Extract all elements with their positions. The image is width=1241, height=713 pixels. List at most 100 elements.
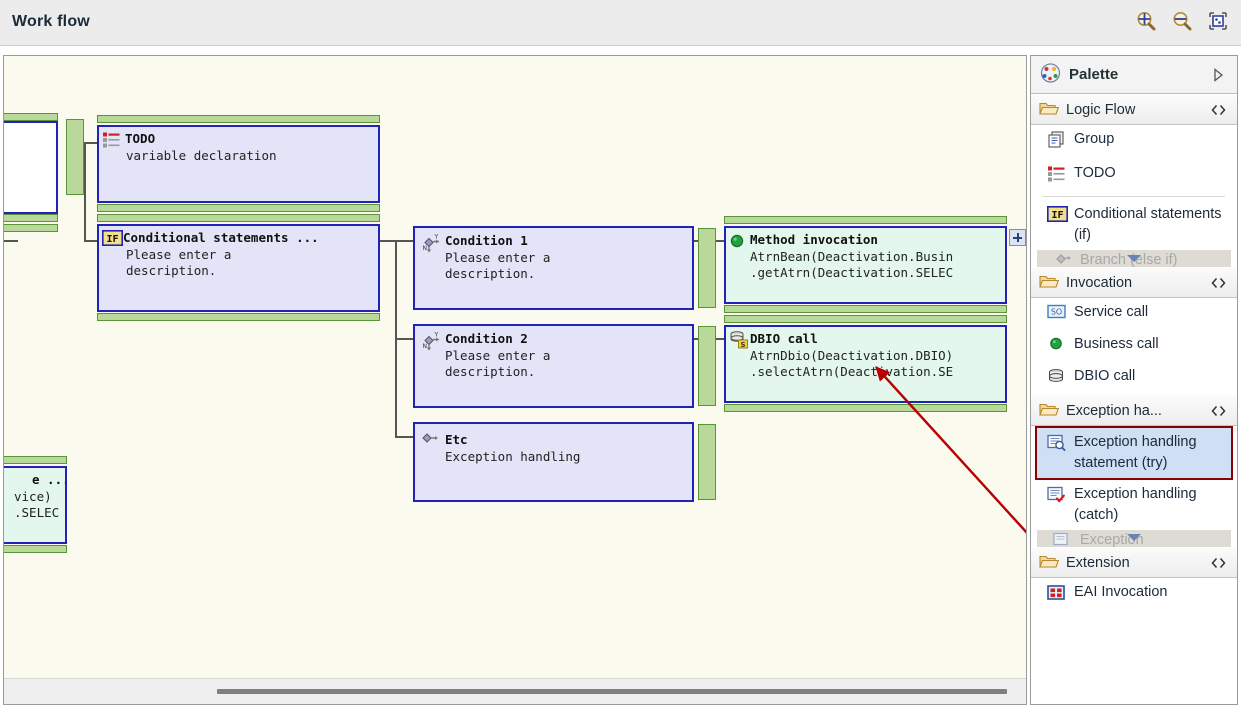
svg-text:S: S bbox=[740, 341, 745, 349]
exception-catch-icon bbox=[1047, 486, 1069, 510]
node-etc[interactable]: Etc Exception handling bbox=[413, 422, 694, 502]
palette-item-label: EAI Invocation bbox=[1074, 584, 1168, 600]
todo-list-icon bbox=[102, 131, 121, 148]
node-partial-bottom-left[interactable]: e ... vice) .SELEC bbox=[4, 466, 67, 544]
diagram-editor[interactable]: TODO variable declaration IF Conditional… bbox=[3, 55, 1027, 705]
node-conditional-statements[interactable]: IF Conditional statements ... Please ent… bbox=[97, 224, 380, 312]
zoom-out-icon[interactable] bbox=[1169, 8, 1195, 34]
todo-list-icon bbox=[1047, 165, 1069, 189]
node-condition-2[interactable]: Y N Condition 2 Please enter a descripti… bbox=[413, 324, 694, 408]
dbio-call-icon bbox=[1047, 368, 1069, 391]
exception-try-icon bbox=[1047, 434, 1069, 458]
node-body: Exception handling bbox=[445, 449, 581, 464]
palette-item-branch-else-if[interactable]: Branch (else if) bbox=[1037, 250, 1231, 267]
service-call-icon: SO bbox=[1047, 304, 1069, 326]
fit-to-window-icon[interactable] bbox=[1205, 8, 1231, 34]
collapse-icon[interactable] bbox=[1210, 404, 1227, 421]
insertion-bar bbox=[97, 313, 380, 321]
insertion-bar bbox=[97, 204, 380, 212]
palette-item-service-call[interactable]: SO Service call bbox=[1031, 298, 1237, 330]
palette-item-todo[interactable]: TODO bbox=[1031, 159, 1237, 193]
palette-item-dbio-call[interactable]: DBIO call bbox=[1031, 362, 1237, 395]
palette-panel: Palette Logic Flow bbox=[1030, 55, 1238, 705]
page-title: Work flow bbox=[12, 13, 90, 30]
else-diamond-icon bbox=[418, 430, 438, 447]
scroll-down-indicator-icon[interactable] bbox=[1127, 255, 1141, 262]
palette-item-label: Group bbox=[1074, 131, 1115, 147]
palette-section-label: Exception ha... bbox=[1066, 402, 1162, 419]
branch-diamond-icon bbox=[1053, 252, 1075, 267]
expand-node-button[interactable] bbox=[1009, 229, 1026, 246]
collapse-icon[interactable] bbox=[1210, 103, 1227, 120]
node-todo[interactable]: TODO variable declaration bbox=[97, 125, 380, 203]
open-folder-icon bbox=[1039, 273, 1060, 292]
wire bbox=[4, 240, 18, 242]
node-title: DBIO call bbox=[750, 331, 818, 346]
palette-section-invocation[interactable]: Invocation bbox=[1031, 267, 1237, 298]
palette-section-logic-flow[interactable]: Logic Flow bbox=[1031, 94, 1237, 125]
insertion-bar bbox=[4, 214, 58, 222]
horizontal-scrollbar-thumb[interactable] bbox=[217, 689, 1007, 694]
palette-header[interactable]: Palette bbox=[1031, 56, 1237, 94]
node-title: Etc bbox=[445, 432, 468, 447]
palette-item-label: Business call bbox=[1074, 336, 1159, 352]
group-icon bbox=[1047, 131, 1069, 155]
palette-item-exception-handling-catch[interactable]: Exception handling (catch) bbox=[1031, 480, 1237, 530]
node-title: e ... bbox=[32, 472, 67, 487]
palette-item-label: Exception handling statement (try) bbox=[1074, 434, 1197, 471]
palette-item-label: Conditional statements (if) bbox=[1074, 206, 1222, 243]
if-icon: IF bbox=[1047, 206, 1069, 229]
wire bbox=[84, 240, 102, 242]
svg-text:SO: SO bbox=[1051, 308, 1062, 317]
node-body: Please enter a description. bbox=[445, 250, 551, 281]
svg-text:N: N bbox=[423, 343, 428, 350]
palette-item-label: DBIO call bbox=[1074, 368, 1136, 384]
scroll-down-indicator-icon[interactable] bbox=[1127, 534, 1141, 541]
dbio-call-icon: S bbox=[729, 330, 748, 349]
palette-item-exception-finally[interactable]: Exception bbox=[1037, 530, 1231, 547]
insertion-bar bbox=[97, 214, 380, 222]
diagram-canvas[interactable]: TODO variable declaration IF Conditional… bbox=[4, 56, 1026, 678]
palette-section-extension[interactable]: Extension bbox=[1031, 547, 1237, 578]
exception-finally-icon bbox=[1053, 532, 1075, 547]
palette-icon bbox=[1040, 63, 1061, 86]
horizontal-scrollbar[interactable] bbox=[4, 678, 1026, 704]
open-folder-icon bbox=[1039, 553, 1060, 572]
palette-item-label: Exception handling (catch) bbox=[1074, 486, 1197, 523]
triangle-right-icon[interactable] bbox=[1212, 68, 1225, 85]
palette-divider bbox=[1043, 196, 1225, 197]
node-condition-1[interactable]: Y N Condition 1 Please enter a descripti… bbox=[413, 226, 694, 310]
wire bbox=[84, 142, 86, 242]
zoom-in-icon[interactable] bbox=[1133, 8, 1159, 34]
business-call-icon bbox=[1047, 336, 1069, 358]
palette-item-eai-invocation[interactable]: EAI Invocation bbox=[1031, 578, 1237, 612]
node-title: Condition 2 bbox=[445, 331, 528, 346]
node-body: Please enter a description. bbox=[445, 348, 551, 379]
palette-item-label: Service call bbox=[1074, 304, 1149, 320]
palette-item-group[interactable]: Group bbox=[1031, 125, 1237, 159]
node-body: Please enter a description. bbox=[126, 247, 232, 278]
svg-text:IF: IF bbox=[106, 234, 118, 245]
wire bbox=[395, 338, 417, 340]
insertion-bar bbox=[698, 228, 716, 308]
open-folder-icon bbox=[1039, 100, 1060, 119]
collapse-icon[interactable] bbox=[1210, 276, 1227, 293]
insertion-bar bbox=[4, 456, 67, 464]
palette-section-label: Logic Flow bbox=[1066, 101, 1136, 118]
palette-section-exception-handling[interactable]: Exception ha... bbox=[1031, 395, 1237, 426]
svg-text:N: N bbox=[423, 245, 428, 252]
insertion-bar bbox=[66, 119, 84, 195]
node-method-invocation[interactable]: Method invocation AtrnBean(Deactivation.… bbox=[724, 226, 1007, 304]
node-title: TODO bbox=[125, 131, 156, 146]
insertion-bar bbox=[698, 424, 716, 500]
palette-item-exception-handling-try[interactable]: Exception handling statement (try) bbox=[1035, 426, 1233, 480]
branch-diamond-icon: Y N bbox=[418, 232, 439, 253]
collapse-icon[interactable] bbox=[1210, 556, 1227, 573]
node-dbio-call[interactable]: S DBIO call AtrnDbio(Deactivation.DBIO) … bbox=[724, 325, 1007, 403]
insertion-bar bbox=[724, 305, 1007, 313]
palette-item-conditional-statements[interactable]: IF Conditional statements (if) bbox=[1031, 200, 1237, 250]
node-title: Method invocation bbox=[750, 232, 878, 247]
node-partial-top-left[interactable] bbox=[4, 121, 58, 214]
eai-invocation-icon bbox=[1047, 584, 1069, 608]
palette-item-business-call[interactable]: Business call bbox=[1031, 330, 1237, 362]
